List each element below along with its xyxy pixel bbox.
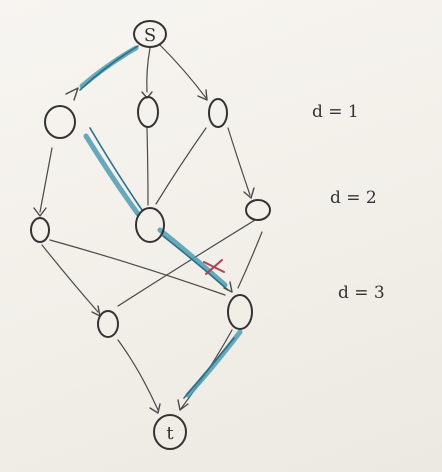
edge-a3-b2 xyxy=(155,127,207,205)
hl-s-a1-ink xyxy=(79,45,139,91)
node-a1 xyxy=(44,105,76,139)
edge-c1-t xyxy=(117,339,159,411)
edge-a1-b1 xyxy=(39,147,53,213)
hl-c2-t-ink xyxy=(183,337,235,399)
node-s xyxy=(133,20,167,48)
arrowhead-t-left xyxy=(149,403,161,414)
node-t-label: t xyxy=(166,423,174,444)
hl-a1-b2-ink xyxy=(89,127,143,211)
edge-c2-t xyxy=(179,329,233,411)
node-a3 xyxy=(208,98,228,128)
node-t xyxy=(153,414,187,450)
node-s-label: S xyxy=(144,25,156,46)
arrowhead-b1 xyxy=(33,207,47,217)
arrowheads xyxy=(33,87,255,414)
arrowhead-a3 xyxy=(197,89,208,101)
depth-label-1: d = 1 xyxy=(312,102,359,122)
node-b2 xyxy=(135,207,165,243)
node-b1 xyxy=(30,217,50,243)
hl-c2-t xyxy=(185,329,243,398)
depth-label-3: d = 3 xyxy=(338,283,385,303)
edges xyxy=(39,44,263,411)
crossed-edge-mark xyxy=(203,259,225,275)
arrowhead-c1 xyxy=(91,305,101,317)
depth-label-2: d = 2 xyxy=(330,188,377,208)
nodes: S t xyxy=(30,20,271,450)
edge-a2-b2 xyxy=(146,127,149,206)
arrowhead-a1 xyxy=(65,87,79,101)
edge-b3-c1 xyxy=(117,219,256,307)
arrowhead-b3 xyxy=(243,187,255,199)
edge-b1-c2 xyxy=(49,239,226,296)
arrowhead-t-right xyxy=(177,399,189,411)
node-c1 xyxy=(97,310,119,338)
node-a2 xyxy=(137,96,159,128)
edge-a3-b3 xyxy=(227,127,251,196)
highlighted-path xyxy=(79,45,243,399)
edge-s-a2 xyxy=(146,47,151,93)
depth-labels: d = 1 d = 2 d = 3 xyxy=(312,102,385,303)
node-c2 xyxy=(227,294,253,330)
edge-s-a3 xyxy=(159,44,207,99)
hl-b2-c2-ink xyxy=(162,235,229,291)
edge-b3-c2 xyxy=(237,231,263,289)
node-b3 xyxy=(245,199,271,221)
hl-b2-c2 xyxy=(157,227,228,288)
edge-b1-c1 xyxy=(41,244,99,313)
hl-a1-b2 xyxy=(83,133,141,217)
arrowhead-c2 xyxy=(223,281,233,293)
